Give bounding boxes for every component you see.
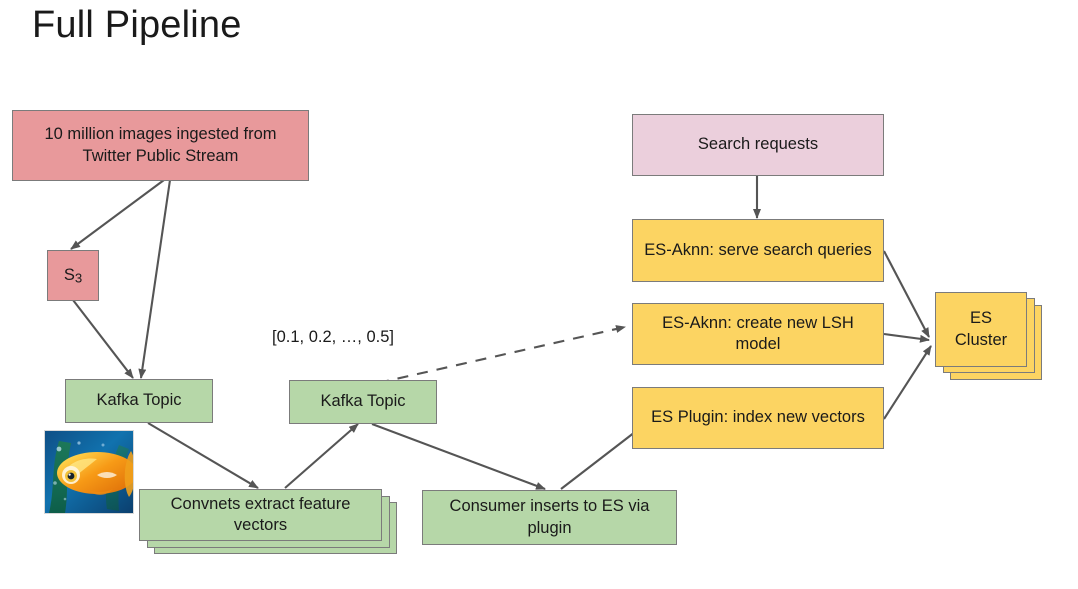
- node-consumer[interactable]: Consumer inserts to ES via plugin: [422, 490, 677, 545]
- node-search-requests-label: Search requests: [697, 135, 819, 154]
- node-ingest[interactable]: 10 million images ingested from Twitter …: [12, 110, 309, 181]
- edge-ingest-to-kafka1: [138, 179, 172, 379]
- node-ingest-label: 10 million images ingested from Twitter …: [44, 125, 277, 165]
- feature-vector-annotation: [0.1, 0.2, …, 0.5]: [272, 328, 394, 346]
- node-consumer-label: Consumer inserts to ES via plugin: [449, 497, 650, 537]
- node-es-cluster-label: ES Cluster: [954, 309, 1008, 349]
- node-s3-label: S3: [63, 265, 83, 286]
- node-kafka-topic-1[interactable]: Kafka Topic: [65, 379, 213, 423]
- node-es-aknn-serve[interactable]: ES-Aknn: serve search queries: [632, 219, 884, 282]
- node-s3[interactable]: S3: [47, 250, 99, 301]
- edge-s3-to-kafka1: [72, 299, 134, 379]
- edge-kafka1-to-convnets: [147, 422, 259, 489]
- node-es-cluster[interactable]: ES Cluster: [935, 292, 1027, 367]
- node-es-aknn-lsh[interactable]: ES-Aknn: create new LSH model: [632, 303, 884, 365]
- edge-esplugin-to-escluster: [883, 345, 932, 420]
- node-convnets-label: Convnets extract feature vectors: [170, 494, 351, 534]
- edge-esaknnserve-to-escluster: [883, 250, 930, 338]
- node-es-plugin-index[interactable]: ES Plugin: index new vectors: [632, 387, 884, 449]
- edge-esaknnlsh-to-escluster: [883, 332, 930, 343]
- node-kafka-topic-2-label: Kafka Topic: [320, 392, 406, 411]
- goldfish-photo: [44, 430, 134, 514]
- page-title: Full Pipeline: [32, 4, 242, 46]
- node-convnets[interactable]: Convnets extract feature vectors: [139, 489, 382, 541]
- node-kafka-topic-2[interactable]: Kafka Topic: [289, 380, 437, 424]
- node-es-aknn-lsh-label: ES-Aknn: create new LSH model: [662, 313, 854, 353]
- edge-kafka2-to-esaknnlsh-dashed: [377, 325, 626, 385]
- node-es-aknn-serve-label: ES-Aknn: serve search queries: [644, 240, 872, 259]
- node-es-plugin-index-label: ES Plugin: index new vectors: [651, 408, 865, 427]
- edge-convnets-to-kafka2: [284, 423, 359, 489]
- node-kafka-topic-1-label: Kafka Topic: [96, 391, 182, 410]
- edge-kafka2-to-consumer: [371, 423, 546, 490]
- edge-ingest-to-s3: [70, 179, 165, 250]
- node-search-requests[interactable]: Search requests: [632, 114, 884, 176]
